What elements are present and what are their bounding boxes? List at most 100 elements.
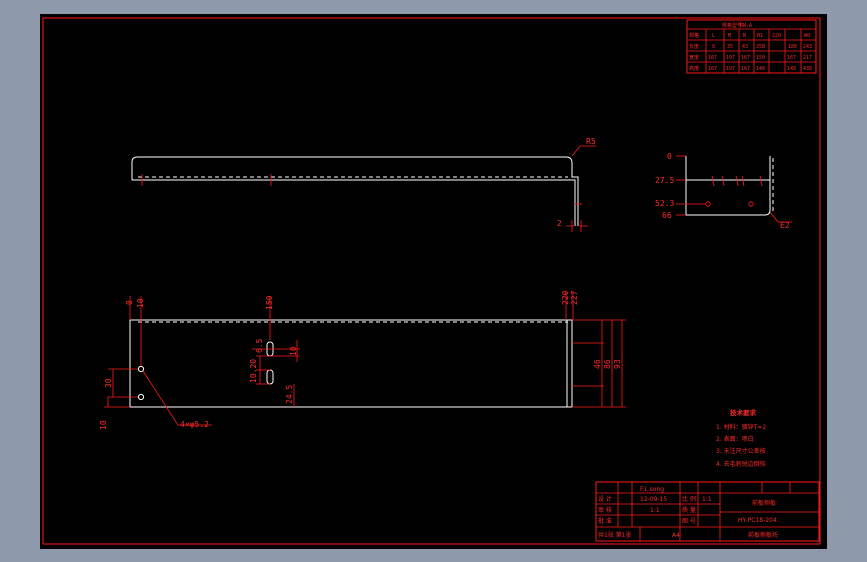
hole-leader <box>142 370 212 426</box>
plan-slot-dim: 10 <box>289 346 298 356</box>
tb-label: 批 准 <box>598 517 612 525</box>
note-item: 4. 去毛刺锐边倒钝 <box>716 460 766 468</box>
side-dim: 66 <box>662 211 672 220</box>
plan-slot-dim: 24.5 <box>285 385 294 404</box>
plan-left-dim-lines <box>104 368 138 408</box>
drawing-sheet <box>40 14 827 549</box>
spec-cell: 167 <box>741 66 750 72</box>
tb-label: 比 例 <box>682 495 696 503</box>
spec-table: 规格型号 RN-A 规格 L M N H1 220 W0 长度 9 35 43 … <box>686 19 817 74</box>
spec-cell: 167 <box>741 55 750 61</box>
tb-scale: 1:1 <box>650 507 660 514</box>
tb-designer: F.L.song <box>640 486 664 493</box>
spec-table-frame <box>686 19 817 74</box>
tb-label: 图 号 <box>682 518 696 525</box>
spec-cell: H1 <box>757 33 763 39</box>
title-block-frame <box>595 481 820 542</box>
note-item: 1. 材料：镀锌T=2 <box>716 423 766 431</box>
outer-border <box>42 17 821 545</box>
plan-outline <box>129 319 573 408</box>
spec-cell: 167 <box>708 66 717 72</box>
spec-cell: 217 <box>803 55 812 61</box>
spec-cell: 167 <box>708 55 717 61</box>
plan-top-dim: 220 <box>561 290 570 305</box>
spec-cell: 438 <box>803 66 812 72</box>
tb-part-title: 前板侧板托 <box>748 531 778 539</box>
drawing-number: HY-PC18-204 <box>738 517 777 524</box>
hole-callout: 4×φ5.2 <box>180 420 209 429</box>
spec-cell: M <box>728 33 731 39</box>
spec-cell: 197 <box>726 66 735 72</box>
notes-title: 技术要求 <box>730 408 757 417</box>
spec-cell: 258 <box>756 44 765 50</box>
side-view-outline <box>685 156 771 216</box>
spec-cell: 167 <box>787 55 796 61</box>
spec-cell: 150 <box>756 55 765 61</box>
spec-cell: 高度 <box>689 65 699 72</box>
plan-slot-dim: 6.5 <box>255 338 264 353</box>
plan-top-dim: 10 <box>136 298 145 308</box>
plan-top-dim: 227 <box>570 290 579 305</box>
side-view: 0 27.5 52.3 66 E2 <box>655 152 792 230</box>
plan-hole <box>137 365 145 373</box>
spec-cell: 148 <box>787 66 796 72</box>
plan-top-dim: 0 <box>125 300 134 305</box>
spec-cell: L <box>712 33 715 39</box>
side-edge-label: E2 <box>780 221 790 230</box>
spec-cell: 长度 <box>689 43 699 50</box>
thickness-label: 2 <box>557 219 562 228</box>
plan-right-dim: 86 <box>603 359 612 369</box>
plan-slot-dim-lines <box>252 340 300 407</box>
note-item: 3. 未注尺寸公差按 <box>716 447 766 455</box>
spec-cell: 规格 <box>689 32 699 39</box>
spec-cell: 43 <box>742 44 748 50</box>
technical-notes: 技术要求 1. 材料：镀锌T=2 2. 表面：喷白 3. 未注尺寸公差按 4. … <box>716 408 766 468</box>
spec-cell: 宽度 <box>689 54 699 61</box>
plan-slot-dim: 10.20 <box>249 359 258 383</box>
tb-value: 1:1 <box>702 496 712 503</box>
side-dim: 0 <box>667 152 672 161</box>
thickness-dim-line <box>566 220 588 232</box>
spec-cell: 148 <box>756 66 765 72</box>
top-view-outline <box>131 156 579 226</box>
spec-table-title: RN-A <box>740 23 752 29</box>
plan-view: 0 10 150 220 227 46 86 93 30 10 <box>99 290 626 430</box>
top-view: R5 2 <box>131 137 596 232</box>
spec-cell: W0 <box>804 33 810 39</box>
plan-right-dim: 46 <box>593 359 602 369</box>
plan-top-dim-lines <box>129 292 574 366</box>
note-item: 2. 表面：喷白 <box>716 435 754 443</box>
tb-label: 审 核 <box>598 506 612 514</box>
spec-cell: 35 <box>727 44 733 50</box>
spec-cell: 180 <box>788 44 797 50</box>
spec-cell: N <box>743 33 746 39</box>
side-dim: 27.5 <box>655 176 674 185</box>
radius-label: R5 <box>586 137 596 146</box>
plan-left-dim: 30 <box>104 378 113 388</box>
side-edge-leader <box>769 211 792 223</box>
top-view-inner-edge <box>132 179 576 226</box>
spec-table-grid <box>687 28 816 73</box>
plan-right-dim-lines <box>572 319 626 408</box>
spec-table-title: 规格型号 <box>722 22 742 29</box>
tb-date: 12-09-15 <box>640 496 667 503</box>
part-name: 前板侧板 <box>752 499 776 507</box>
tb-label: 质 量 <box>682 506 696 514</box>
tb-sheet-count: 共1张 第1张 <box>598 531 632 539</box>
tb-paper-size: A4 <box>672 532 680 539</box>
spec-cell: 9 <box>712 44 715 50</box>
plan-top-dim: 150 <box>265 295 274 310</box>
plan-left-dim: 10 <box>99 420 108 430</box>
side-view-hole <box>748 201 754 207</box>
tb-label: 设 计 <box>598 495 612 503</box>
plan-hole <box>137 393 145 401</box>
spec-cell: 220 <box>772 33 781 39</box>
side-dim: 52.3 <box>655 199 674 208</box>
plan-right-dim: 93 <box>613 359 622 369</box>
side-view-ticks <box>676 155 763 216</box>
spec-cell: 197 <box>726 55 735 61</box>
spec-cell: 243 <box>803 44 812 50</box>
radius-leader <box>571 145 596 157</box>
